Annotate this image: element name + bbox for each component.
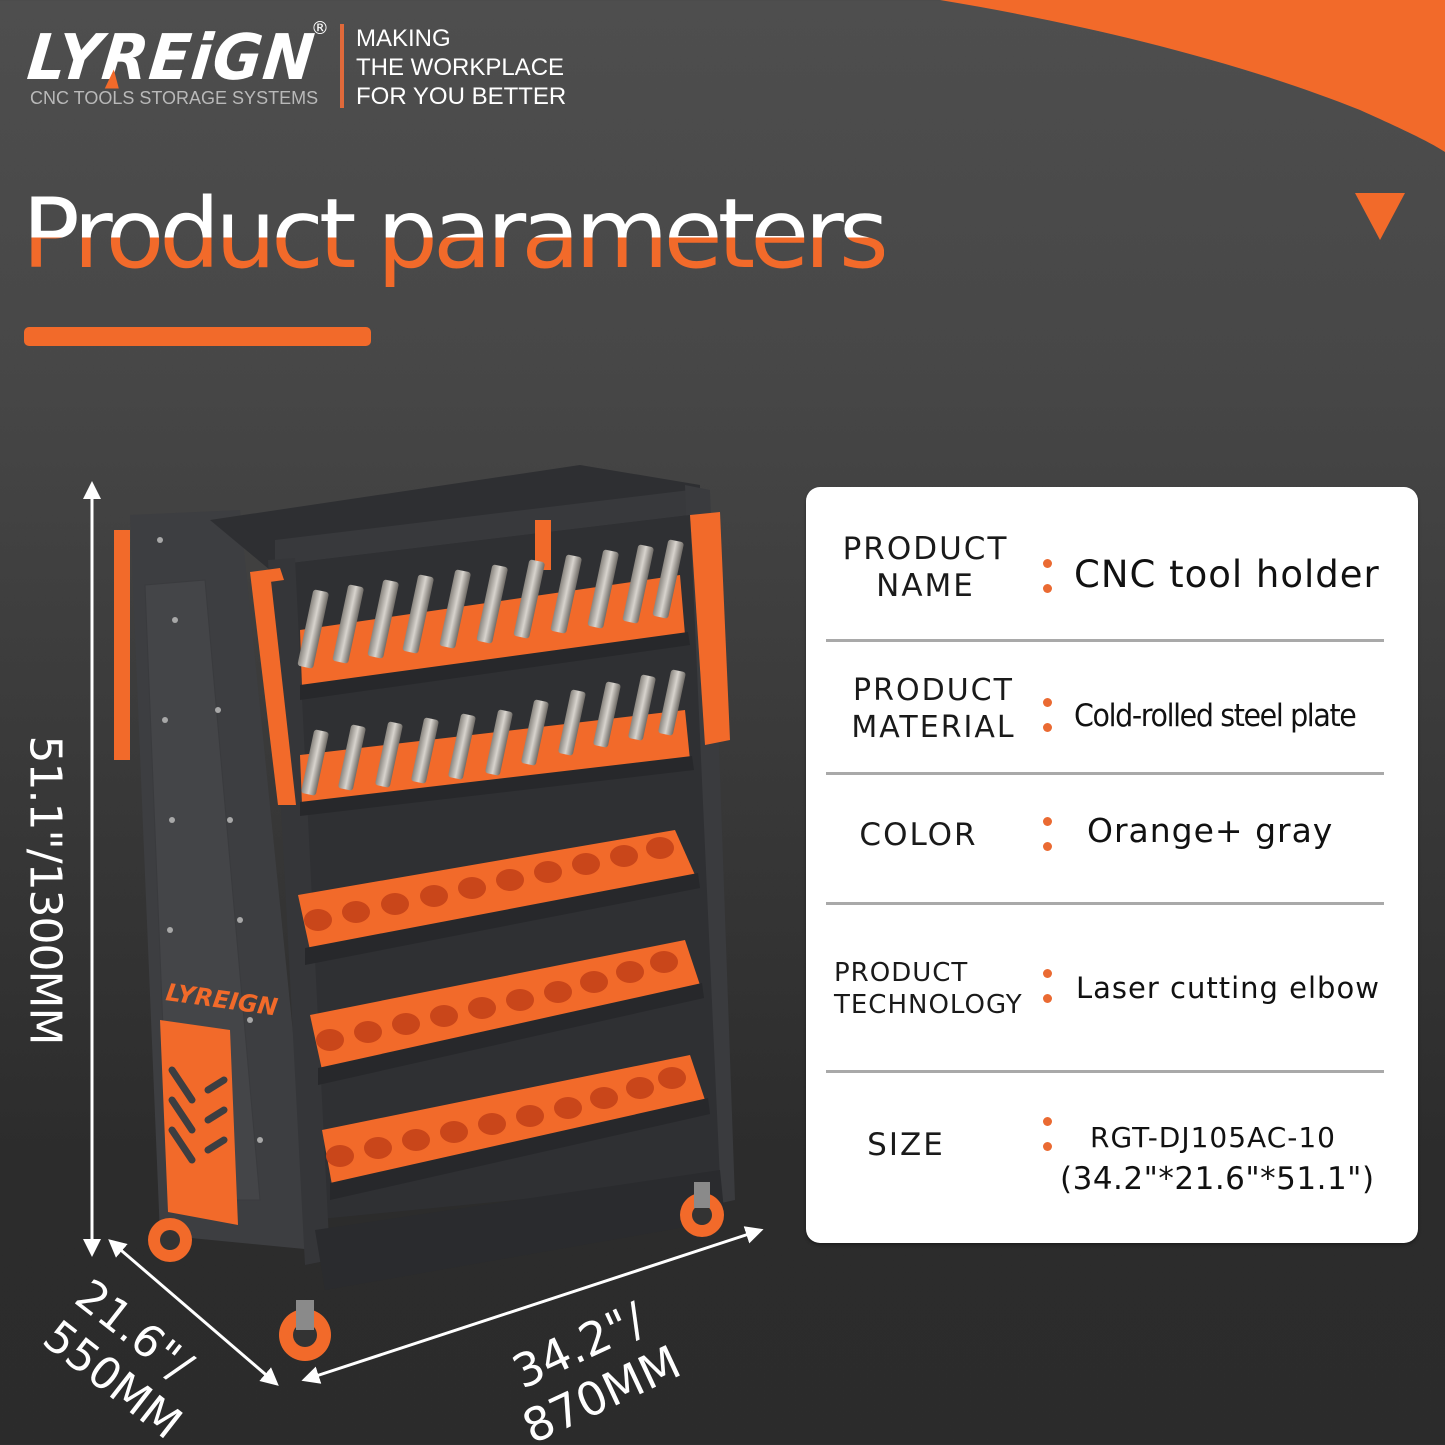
row-divider — [826, 1070, 1384, 1073]
page-title-wrap: Product parameters — [22, 178, 889, 298]
row-divider — [826, 902, 1384, 905]
spec-row-product-material: PRODUCT MATERIAL Cold-rolled steel plate — [806, 642, 1418, 775]
spec-row-product-technology: PRODUCT TECHNOLOGY Laser cutting elbow — [806, 905, 1418, 1073]
spec-label: PRODUCT TECHNOLOGY — [834, 957, 1034, 1021]
spec-value: (34.2"*21.6"*51.1") — [1060, 1161, 1375, 1197]
spec-label-line: PRODUCT — [834, 958, 969, 988]
spec-row-color: COLOR Orange+ gray — [806, 775, 1418, 905]
spec-label-line: NAME — [876, 568, 975, 604]
brand-slogan: MAKING THE WORKPLACE FOR YOU BETTER — [356, 24, 566, 111]
spec-label-line: PRODUCT — [842, 531, 1009, 567]
slogan-line: MAKING — [356, 25, 451, 52]
title-underline-bar — [24, 327, 371, 346]
height-dimension-label: 51.1"/1300MM — [19, 735, 71, 1045]
registered-mark: ® — [311, 18, 329, 39]
spec-label: PRODUCT MATERIAL — [846, 672, 1021, 746]
slogan-line: THE WORKPLACE — [356, 54, 565, 81]
brand-subtitle: CNC TOOLS STORAGE SYSTEMS — [30, 88, 319, 108]
spec-label: COLOR — [859, 817, 978, 853]
row-divider — [826, 772, 1384, 775]
spec-label-line: MATERIAL — [851, 710, 1016, 745]
spec-value: Laser cutting elbow — [1076, 971, 1380, 1005]
brand-divider — [340, 24, 344, 108]
spec-label: SIZE — [867, 1127, 945, 1163]
spec-label-line: TECHNOLOGY — [834, 990, 1023, 1020]
spec-row-product-name: PRODUCT NAME CNC tool holder — [806, 487, 1418, 642]
spec-row-size: SIZE RGT-DJ105AC-10 (34.2"*21.6"*51.1") — [806, 1073, 1418, 1243]
spec-value: CNC tool holder — [1074, 553, 1380, 596]
spec-label-line: PRODUCT — [853, 673, 1014, 708]
spec-label: PRODUCT NAME — [838, 531, 1013, 605]
spec-value: RGT-DJ105AC-10 — [1090, 1121, 1336, 1154]
row-divider — [826, 639, 1384, 642]
slogan-line: FOR YOU BETTER — [356, 83, 567, 110]
down-triangle-icon — [1355, 193, 1405, 240]
spec-value: Cold-rolled steel plate — [1074, 698, 1357, 734]
spec-table-card: PRODUCT NAME CNC tool holder PRODUCT MAT… — [806, 487, 1418, 1243]
page-title: Product parameters — [22, 178, 889, 290]
spec-value: Orange+ gray — [1087, 811, 1334, 850]
